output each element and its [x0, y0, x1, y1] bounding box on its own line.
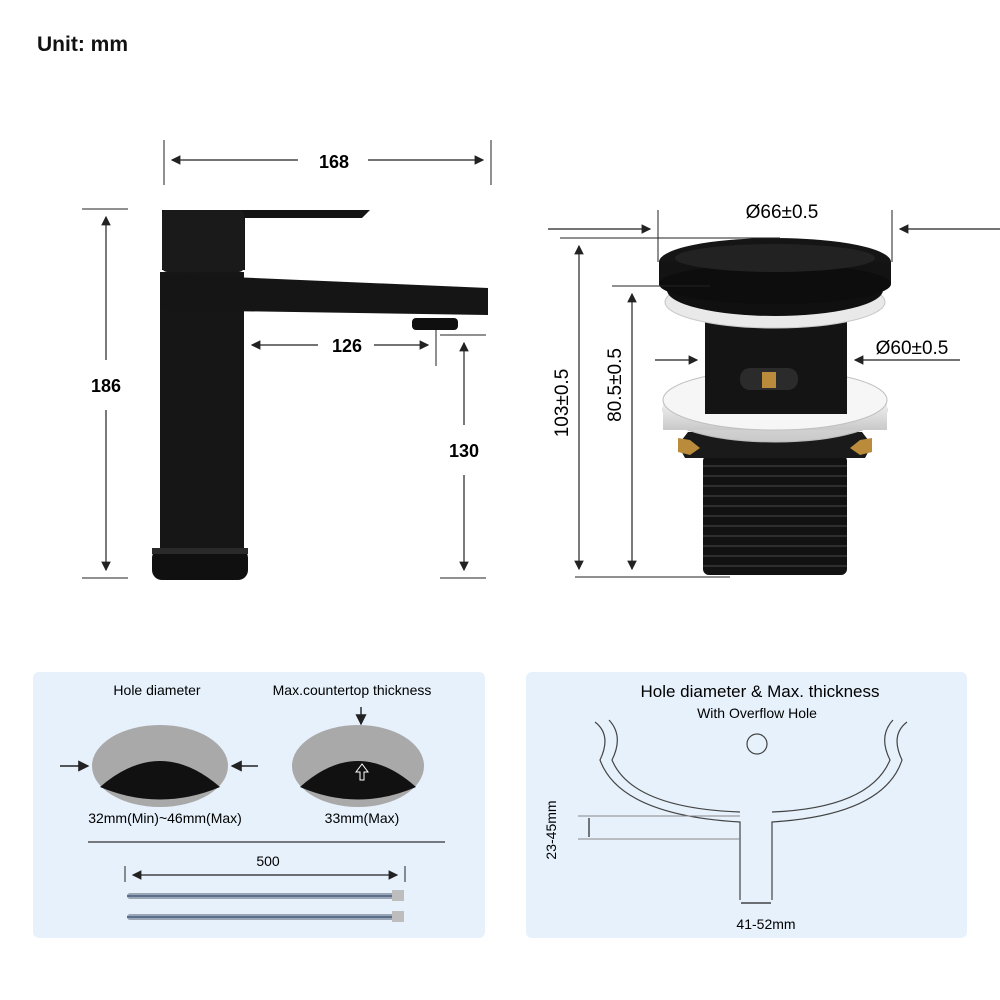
right-panel-subtitle: With Overflow Hole — [697, 705, 817, 721]
thickness-value: 33mm(Max) — [325, 810, 400, 826]
cap-diameter-label: Ø66±0.5 — [746, 202, 819, 223]
unit-label: Unit: mm — [37, 33, 128, 56]
countertop-thickness-icon — [292, 707, 424, 807]
faucet-width-label: 168 — [319, 152, 349, 172]
thickness-range-label: 23-45mm — [543, 800, 559, 859]
right-panel-title: Hole diameter & Max. thickness — [640, 682, 879, 701]
installation-panel-right — [526, 672, 967, 938]
basin-cross-section — [594, 719, 908, 900]
total-height-label: 103±0.5 — [552, 369, 573, 438]
hole-diameter-title: Hole diameter — [113, 682, 200, 698]
spout-reach-label: 126 — [332, 336, 362, 356]
body-diameter-label: Ø60±0.5 — [876, 338, 949, 359]
faucet-height-label: 186 — [91, 376, 121, 396]
drain-illustration — [659, 238, 891, 575]
hole-diameter-icon — [60, 725, 258, 807]
hose-icon — [127, 890, 404, 922]
thickness-title: Max.countertop thickness — [273, 682, 432, 698]
spout-height-label: 130 — [449, 441, 479, 461]
body-height-label: 80.5±0.5 — [605, 348, 626, 422]
hole-range-label: 41-52mm — [736, 916, 795, 932]
faucet-illustration — [152, 210, 488, 580]
hole-diameter-value: 32mm(Min)~46mm(Max) — [88, 810, 242, 826]
hose-length-label: 500 — [256, 853, 280, 869]
